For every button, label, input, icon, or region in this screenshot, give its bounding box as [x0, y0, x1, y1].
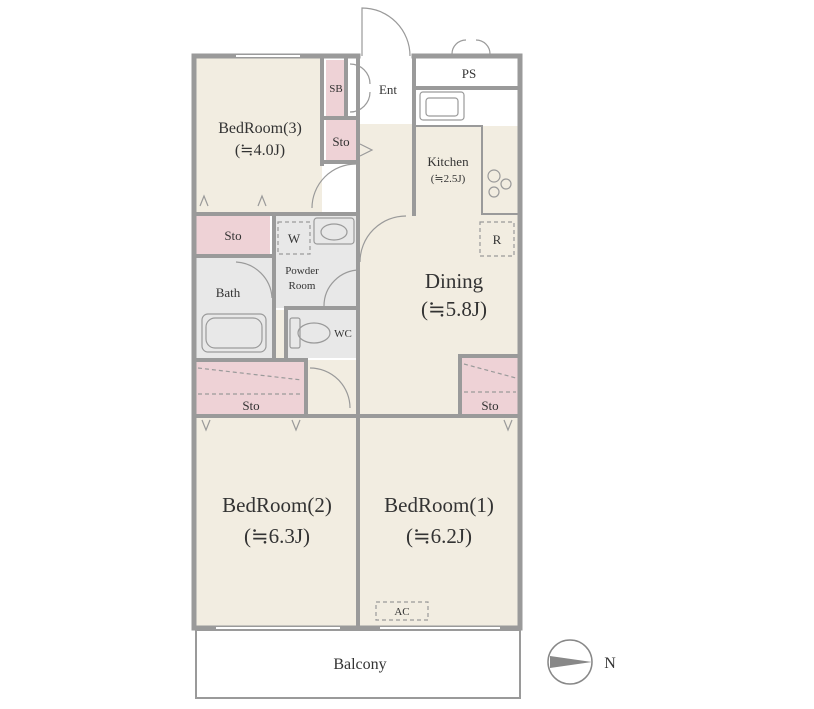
balcony	[195, 629, 521, 699]
walls	[191, 53, 523, 631]
kitchen-size: (≒2.5J)	[431, 173, 466, 185]
compass: N	[547, 639, 616, 685]
sb-label: SB	[329, 83, 342, 95]
doors	[199, 7, 513, 432]
closet-mark-4	[291, 419, 301, 432]
kitchen-floor	[414, 126, 518, 216]
powder-door	[359, 215, 407, 263]
bathtub-icon	[201, 313, 267, 353]
storage-bed2-floor	[196, 362, 304, 416]
hallway-lower-floor	[306, 360, 358, 416]
wc-label: WC	[334, 328, 352, 340]
entrance-label: Ent	[379, 82, 397, 97]
labels: BedRoom(3) (≒4.0J) SB Ent Sto PS Kitchen…	[216, 66, 502, 673]
hall-door	[309, 367, 351, 409]
windows	[216, 55, 500, 629]
compass-north-label: N	[604, 655, 616, 672]
bedroom3-name: BedRoom(3)	[218, 120, 302, 137]
sto-bed1-label: Sto	[481, 398, 498, 413]
ps-floor	[414, 56, 518, 86]
bedroom1-name: BedRoom(1)	[384, 493, 494, 517]
closet-mark-5	[503, 419, 513, 432]
dining-name: Dining	[425, 269, 484, 293]
sto-small-label: Sto	[332, 134, 349, 149]
kitchen-sink-icon	[419, 91, 465, 121]
dining-size: (≒5.8J)	[421, 297, 487, 321]
bedroom2-name: BedRoom(2)	[222, 493, 332, 517]
bath-door	[235, 261, 273, 299]
wc-door	[323, 269, 361, 307]
fridge-label: R	[493, 232, 502, 247]
washer-label: W	[288, 231, 301, 246]
bedroom3-size: (≒4.0J)	[235, 142, 285, 159]
compass-needle-icon	[550, 656, 592, 668]
sto-bed2-label: Sto	[242, 398, 259, 413]
bedroom3-door	[311, 163, 357, 209]
bedroom1-floor	[360, 418, 518, 626]
fixtures	[197, 91, 517, 621]
powder-label-2: Room	[289, 280, 316, 292]
powder-room-floor	[274, 216, 356, 308]
balcony-label: Balcony	[333, 656, 386, 673]
storage-small-floor	[326, 120, 358, 160]
bedroom2-size: (≒6.3J)	[244, 524, 310, 548]
bedroom3-floor	[196, 56, 322, 212]
bedroom2-floor	[196, 418, 356, 626]
basin-icon	[313, 217, 355, 245]
closet-mark-3	[201, 419, 211, 432]
bath-floor	[196, 256, 274, 358]
ac-label: AC	[394, 606, 409, 618]
sto-small-mark	[359, 143, 374, 157]
storage-left-floor	[196, 216, 270, 254]
closet-mark-2	[257, 194, 267, 207]
fridge-space	[479, 221, 515, 257]
toilet-icon	[289, 317, 301, 349]
closet-mark-1	[199, 194, 209, 207]
kitchen-name: Kitchen	[427, 154, 469, 169]
bedroom1-size: (≒6.2J)	[406, 524, 472, 548]
ps-label: PS	[462, 66, 476, 81]
hallway-floor	[274, 310, 286, 358]
bath-label: Bath	[216, 285, 241, 300]
entrance-door	[361, 7, 411, 57]
stove-icon	[487, 169, 501, 183]
powder-label-1: Powder	[285, 265, 319, 277]
sto-left-label: Sto	[224, 228, 241, 243]
sb-door	[349, 63, 371, 113]
washer-space	[277, 221, 311, 255]
entrance-floor	[358, 56, 414, 124]
shoe-box-floor	[326, 60, 346, 116]
ps-door	[451, 39, 491, 55]
storage-bed1-floor	[462, 358, 518, 416]
